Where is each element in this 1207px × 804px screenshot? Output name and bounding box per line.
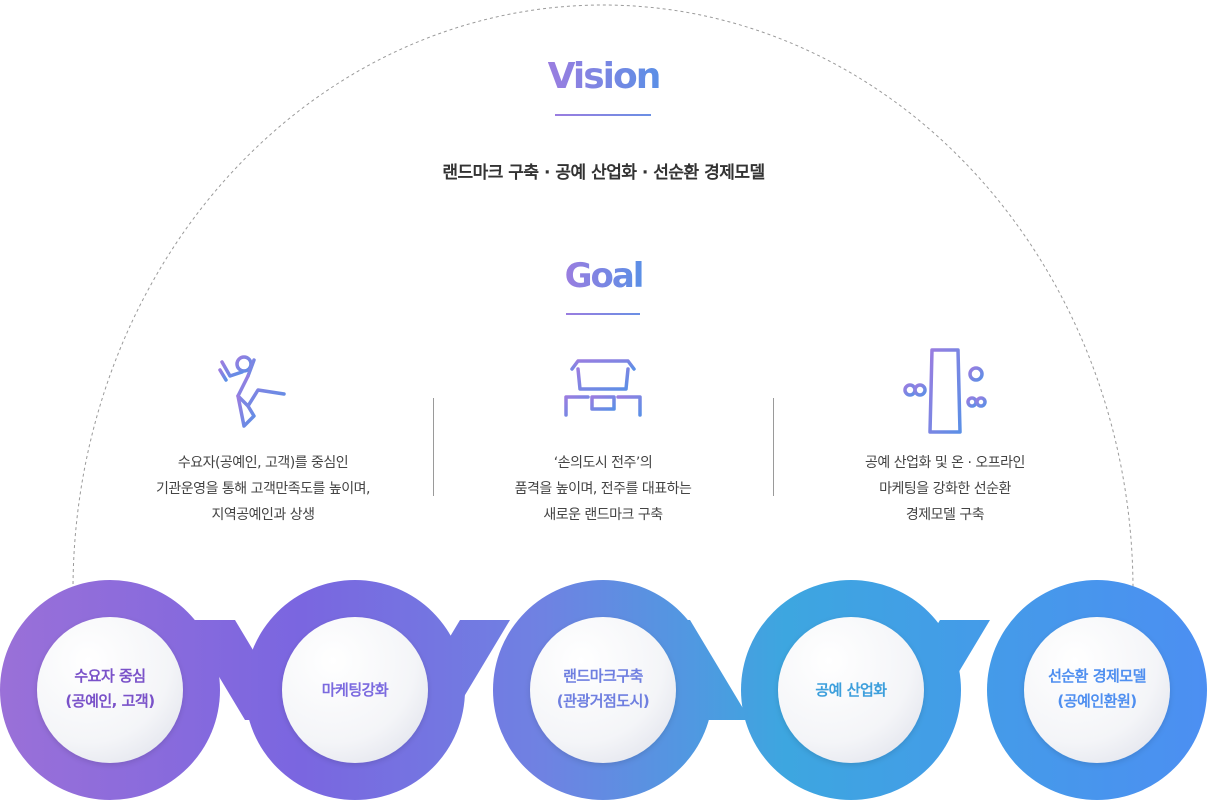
goal-underline [566, 313, 640, 315]
chain-node-5 [1024, 617, 1170, 763]
chain-node-4-label: 공예 산업화 [815, 681, 887, 699]
craft-pillar-icon [903, 348, 987, 434]
vision-title: Vision [547, 56, 662, 97]
goal-text-2: ‘손의도시 전주’의 품격을 높이며, 전주를 대표하는 새로운 랜드마크 구축 [514, 455, 692, 523]
chain-node-2-label: 마케팅강화 [321, 681, 389, 699]
strategy-chain [0, 580, 1207, 800]
chain-node-1-label: 수요자 중심 (공예인, 고객) [65, 667, 155, 710]
goal-divider-2 [773, 398, 774, 496]
goal-divider-1 [433, 398, 434, 496]
traditional-gate-icon [560, 359, 646, 417]
goal-text-1: 수요자(공예인, 고객)를 중심인 기관운영을 통해 고객만족도를 높이며, 지… [156, 455, 370, 523]
vision-underline [555, 114, 651, 116]
chain-node-5-label: 선순환 경제모델 (공예인환원) [1048, 667, 1146, 710]
vision-statement: 랜드마크 구축 · 공예 산업화 · 선순환 경제모델 [442, 163, 765, 183]
chain-node-3 [530, 617, 676, 763]
chain-node-1 [37, 617, 183, 763]
chain-node-2 [282, 617, 428, 763]
goal-text-3: 공예 산업화 및 온 · 오프라인 마케팅을 강화한 선순환 경제모델 구축 [865, 455, 1025, 523]
chain-node-4 [778, 617, 924, 763]
chain-node-3-label: 랜드마크구축 (관광거점도시) [556, 667, 650, 710]
athlete-icon [218, 355, 302, 428]
goal-title: Goal [564, 256, 645, 296]
